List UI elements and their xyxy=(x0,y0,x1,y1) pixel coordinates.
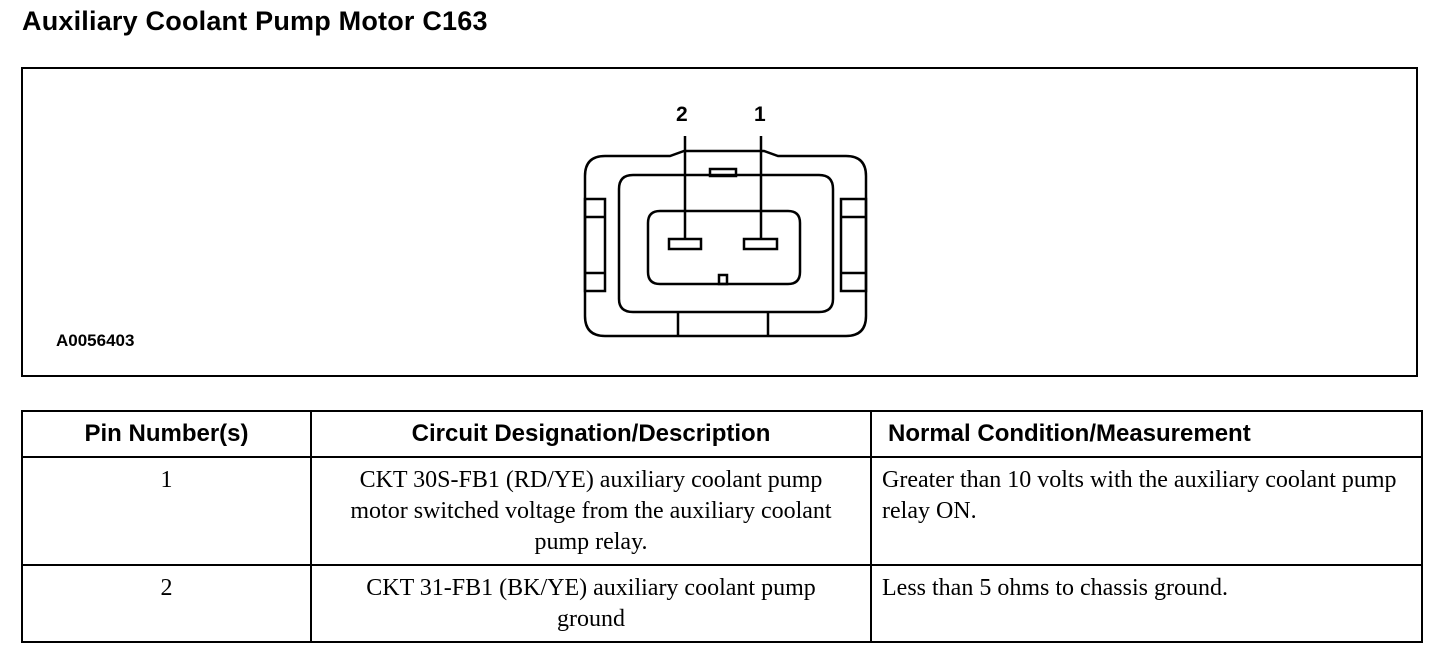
pin-label-2: 2 xyxy=(676,103,688,126)
page-title: Auxiliary Coolant Pump Motor C163 xyxy=(22,6,488,36)
pin-number-cell: 2 xyxy=(21,564,312,643)
condition-cell: Less than 5 ohms to chassis ground. xyxy=(870,564,1423,643)
connector-diagram xyxy=(583,136,868,338)
pin-label-1: 1 xyxy=(754,103,766,126)
connector-outer-housing xyxy=(583,149,868,338)
cavity-key xyxy=(717,273,729,286)
pinout-table: Pin Number(s) Circuit Designation/Descri… xyxy=(21,410,1423,643)
connector-top-key xyxy=(708,167,738,178)
connector-inner-housing xyxy=(617,173,835,314)
circuit-cell: CKT 31-FB1 (BK/YE) auxiliary coolant pum… xyxy=(310,564,872,643)
table-header-row: Pin Number(s) Circuit Designation/Descri… xyxy=(21,410,1423,458)
header-circuit: Circuit Designation/Description xyxy=(310,410,872,458)
table-row: 2 CKT 31-FB1 (BK/YE) auxiliary coolant p… xyxy=(21,564,1423,643)
connector-left-tab xyxy=(583,197,607,293)
header-condition: Normal Condition/Measurement xyxy=(870,410,1423,458)
pin-1-terminal xyxy=(742,237,779,251)
header-pin-number: Pin Number(s) xyxy=(21,410,312,458)
figure-id: A0056403 xyxy=(56,331,135,350)
pin-number-cell: 1 xyxy=(21,456,312,566)
pin-2-terminal xyxy=(667,237,703,251)
condition-cell: Greater than 10 volts with the auxiliary… xyxy=(870,456,1423,566)
circuit-cell: CKT 30S-FB1 (RD/YE) auxiliary coolant pu… xyxy=(310,456,872,566)
connector-right-tab xyxy=(839,197,868,293)
table-row: 1 CKT 30S-FB1 (RD/YE) auxiliary coolant … xyxy=(21,456,1423,566)
terminal-cavity xyxy=(646,209,802,286)
connector-figure: 2 1 A0056403 xyxy=(21,67,1418,377)
